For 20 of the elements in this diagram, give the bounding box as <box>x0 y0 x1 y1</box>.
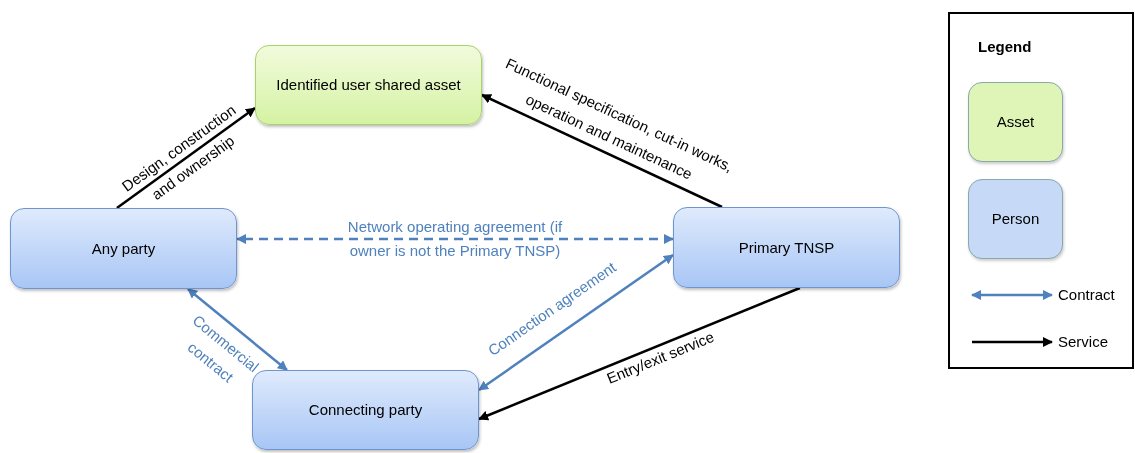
node-label: Connecting party <box>308 400 423 420</box>
node-label: Any party <box>91 238 156 259</box>
legend-label: Contract <box>1058 285 1115 305</box>
node-label: Primary TNSP <box>738 237 835 258</box>
legend-title: Legend <box>978 37 1032 57</box>
legend-label: Service <box>1058 332 1109 352</box>
arrow <box>236 234 674 244</box>
party-box <box>252 370 479 450</box>
edge-label: Network operating agreement (if owner is not the Primary TNSP) <box>346 217 564 261</box>
arrow <box>187 288 288 371</box>
arrow <box>478 286 801 421</box>
arrow <box>481 93 723 209</box>
arrow <box>116 107 256 209</box>
node-label: Identified user shared asset <box>276 75 461 95</box>
legend-label: Person <box>991 208 1040 229</box>
arrow <box>478 254 674 392</box>
legend-label: Asset <box>996 111 1035 132</box>
party-box <box>10 208 237 289</box>
asset-box <box>255 45 482 125</box>
party-box <box>673 207 900 288</box>
